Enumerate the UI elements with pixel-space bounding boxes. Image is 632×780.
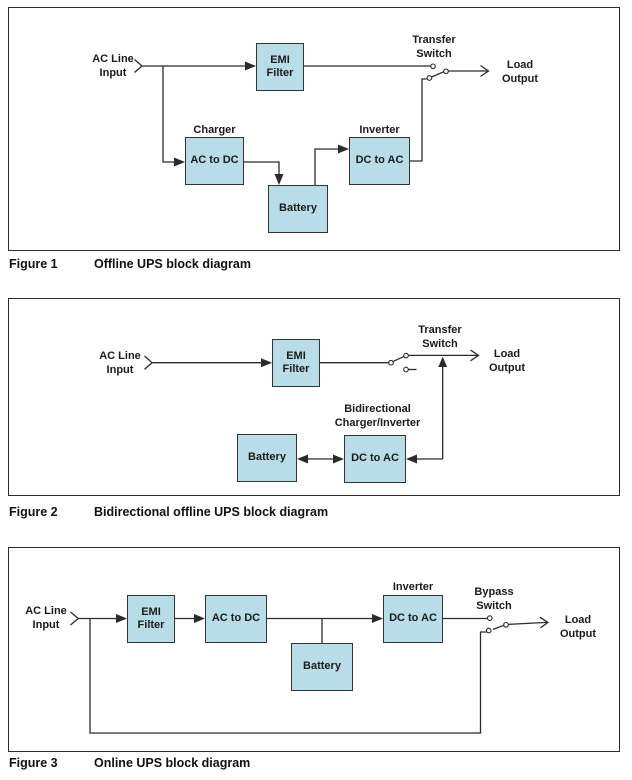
battery-label: Battery (248, 451, 286, 464)
transfer-switch-icon (426, 63, 449, 81)
figure3-caption: Figure 3 Online UPS block diagram (9, 756, 250, 770)
figure3-connection-graphics (70, 611, 550, 734)
load-output-arrow-icon (508, 616, 550, 629)
figure2-caption-title: Bidirectional offline UPS block diagram (94, 505, 329, 519)
figure1-caption: Figure 1 Offline UPS block diagram (9, 257, 251, 271)
figure3-caption-number: Figure 3 (9, 756, 58, 770)
transfer-switch-label: Transfer Switch (418, 324, 462, 350)
emi-filter-block: EMI Filter (256, 43, 304, 91)
bypass-switch-label: Bypass Switch (474, 586, 514, 612)
figure2-connection-graphics (144, 349, 480, 464)
inverter-label: Inverter (359, 124, 400, 136)
transfer-switch-label: Transfer Switch (412, 34, 456, 60)
ac-to-dc-block: AC to DC (185, 137, 244, 185)
battery-block: Battery (237, 434, 297, 482)
figure2-caption-number: Figure 2 (9, 505, 58, 519)
figure3-panel: EMI Filter AC to DC DC to AC Battery AC … (8, 547, 620, 752)
ac-to-dc-label: AC to DC (211, 612, 261, 625)
load-output-arrow-icon (470, 349, 480, 362)
ac-line-input-label: AC Line Input (99, 350, 141, 376)
load-output-label: Load Output (501, 59, 539, 85)
dc-to-ac-label: DC to AC (389, 612, 437, 625)
flow-lines (78, 614, 488, 734)
inverter-label: Inverter (392, 581, 434, 593)
battery-label: Battery (279, 202, 317, 215)
battery-block: Battery (268, 185, 328, 233)
bidirectional-charger-inverter-label: Bidirectional Charger/Inverter (334, 403, 421, 429)
dc-to-ac-block: DC to AC (383, 595, 443, 643)
emi-filter-label: EMI Filter (282, 349, 310, 376)
charger-label: Charger (193, 124, 236, 136)
load-output-arrow-icon (448, 64, 490, 78)
ac-line-input-label: AC Line Input (92, 53, 134, 79)
load-output-label: Load Output (559, 614, 597, 640)
dc-to-ac-block: DC to AC (344, 435, 406, 483)
emi-filter-label: EMI Filter (266, 53, 294, 80)
ac-line-input-label: AC Line Input (25, 605, 67, 631)
dc-to-ac-label: DC to AC (351, 452, 399, 465)
figure1-caption-title: Offline UPS block diagram (94, 257, 251, 271)
bypass-switch-icon (485, 615, 509, 634)
ac-to-dc-label: AC to DC (190, 154, 239, 167)
dc-to-ac-block: DC to AC (349, 137, 410, 185)
flow-lines (152, 354, 478, 464)
figure1-connection-graphics (134, 59, 490, 185)
transfer-switch-icon (388, 352, 417, 373)
ac-to-dc-block: AC to DC (205, 595, 267, 643)
figure1-panel: EMI Filter AC to DC Battery DC to AC AC … (8, 7, 620, 251)
emi-filter-block: EMI Filter (272, 339, 320, 387)
battery-block: Battery (291, 643, 353, 691)
load-output-label: Load Output (488, 348, 526, 374)
figure3-caption-title: Online UPS block diagram (94, 756, 251, 770)
dc-to-ac-label: DC to AC (355, 154, 404, 167)
battery-label: Battery (303, 660, 341, 673)
emi-filter-block: EMI Filter (127, 595, 175, 643)
figure2-caption: Figure 2 Bidirectional offline UPS block… (9, 505, 328, 519)
flow-lines (142, 61, 431, 185)
emi-filter-label: EMI Filter (137, 605, 165, 632)
figure2-panel: EMI Filter Battery DC to AC AC Line Inpu… (8, 298, 620, 496)
figure1-caption-number: Figure 1 (9, 257, 58, 271)
